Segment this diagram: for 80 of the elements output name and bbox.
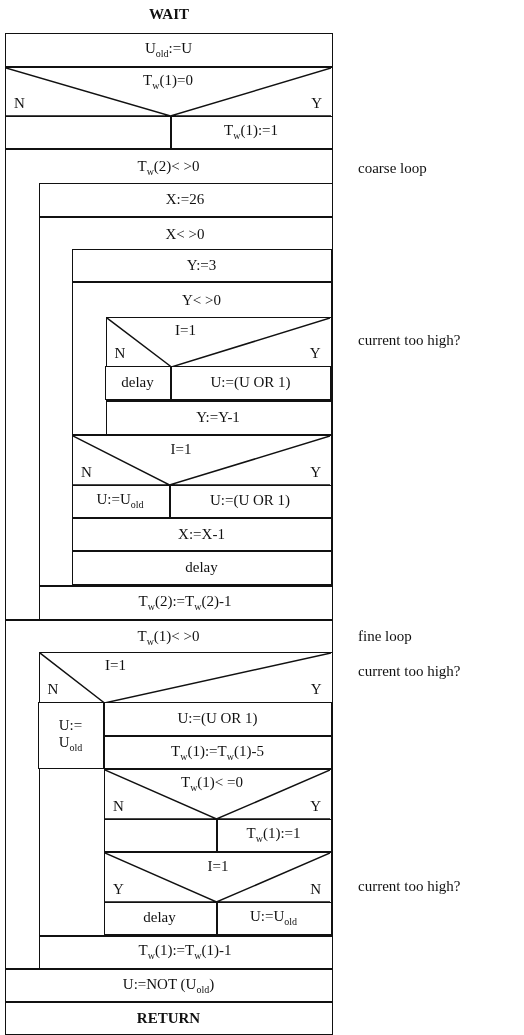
statement-box xyxy=(72,249,332,282)
statement-box xyxy=(105,400,332,435)
branch-label: Y xyxy=(310,462,321,482)
statement-box xyxy=(71,484,170,518)
branch-label: N xyxy=(81,462,92,482)
side-note: current too high? xyxy=(358,332,461,349)
statement-text: U:=NOT (U$_{old}$) xyxy=(121,974,216,997)
decision-block xyxy=(105,316,332,401)
statement-text: T$_{w}$(2):=T$_{w}$(2)-1 xyxy=(137,591,233,614)
statement-box xyxy=(103,901,217,935)
statement-box xyxy=(38,702,104,769)
loop-condition: T$_{w}$(1)< >0 xyxy=(136,626,201,649)
statement-text: U:=(U OR 1) xyxy=(176,709,259,728)
statement-box xyxy=(104,736,332,769)
statement-box xyxy=(72,551,332,585)
statement-box xyxy=(169,484,332,518)
loop-block xyxy=(5,620,333,969)
branch-label: N xyxy=(47,680,59,699)
statement-box xyxy=(104,702,332,736)
condition-text: I=1 xyxy=(206,856,230,876)
statement-box xyxy=(5,33,333,67)
statement-text: delay xyxy=(184,558,219,577)
diagram-title: WAIT xyxy=(148,6,190,23)
branch-label: N xyxy=(310,879,321,899)
loop-block xyxy=(38,216,333,586)
statement-text: X:=X-1 xyxy=(177,524,226,544)
loop-condition: Y< >0 xyxy=(181,291,222,310)
statement-box xyxy=(216,818,332,852)
statement-text: T$_{w}$(1):=T$_{w}$(1)-5 xyxy=(170,741,265,764)
statement-text: T$_{w}$(1):=1 xyxy=(223,121,279,143)
branch-label: Y xyxy=(311,93,322,113)
side-note: current too high? xyxy=(358,663,461,680)
condition-text: T$_{w}$(1)=0 xyxy=(142,71,194,91)
statement-text: U$_{old}$:=U xyxy=(143,39,194,61)
statement-box xyxy=(216,901,332,935)
branch-label: Y xyxy=(310,680,322,699)
branch-label: Y xyxy=(310,796,321,816)
condition-text: I=1 xyxy=(104,656,127,675)
branch-label: N xyxy=(114,344,126,363)
statement-text: X:=26 xyxy=(164,189,206,209)
decision-block xyxy=(38,651,333,936)
statement-text: U:=U$_{old}$ xyxy=(248,907,299,929)
statement-text: T$_{w}$(1):=1 xyxy=(245,824,302,846)
loop-condition: X< >0 xyxy=(164,224,206,244)
statement-text: U:= U$_{old}$ xyxy=(57,716,84,755)
statement-text: Y:=3 xyxy=(185,255,218,275)
loop-condition: T$_{w}$(2)< >0 xyxy=(136,156,201,179)
statement-text: RETURN xyxy=(135,1008,202,1028)
statement-text: T$_{w}$(1):=T$_{w}$(1)-1 xyxy=(137,941,233,963)
decision-block xyxy=(5,67,333,149)
statement-box xyxy=(38,935,333,969)
branch-label: Y xyxy=(309,344,321,363)
statement-text: delay xyxy=(120,373,155,392)
statement-text: delay xyxy=(142,908,177,927)
decision-block xyxy=(104,769,332,852)
branch-label: N xyxy=(113,796,124,816)
statement-box xyxy=(171,366,331,400)
condition-text: I=1 xyxy=(174,321,197,340)
statement-text: Y:=Y-1 xyxy=(195,407,241,427)
side-note: fine loop xyxy=(358,628,412,645)
statement-box xyxy=(38,182,333,217)
statement-box xyxy=(72,518,332,551)
statement-box xyxy=(170,115,333,149)
statement-text: U:=(U OR 1) xyxy=(209,373,292,392)
statement-box xyxy=(105,366,171,400)
side-note: current too high? xyxy=(358,878,461,895)
decision-block xyxy=(104,852,332,935)
condition-text: T$_{w}$(1)< =0 xyxy=(179,773,245,793)
loop-block xyxy=(5,149,333,620)
statement-box xyxy=(38,585,333,620)
statement-box xyxy=(5,1002,333,1035)
loop-block xyxy=(72,282,332,435)
statement-text: U:=(U OR 1) xyxy=(208,491,292,510)
side-note: coarse loop xyxy=(358,160,427,177)
branch-label: N xyxy=(14,93,25,113)
statement-box xyxy=(5,969,333,1002)
branch-label: Y xyxy=(113,879,124,899)
statement-text: U:=U$_{old}$ xyxy=(95,490,145,512)
decision-block xyxy=(72,435,332,518)
condition-text: I=1 xyxy=(169,439,193,459)
